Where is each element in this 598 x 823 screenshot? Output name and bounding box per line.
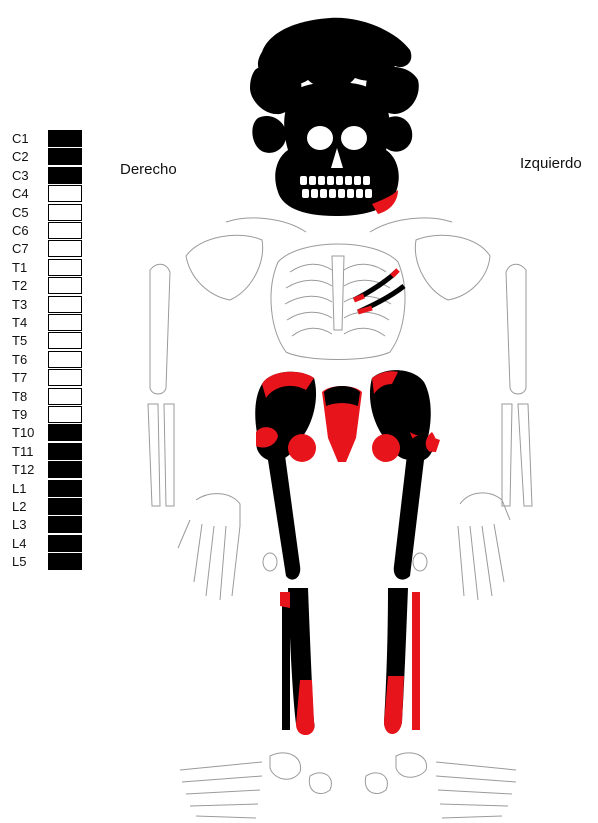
legs xyxy=(256,427,436,735)
skull xyxy=(250,18,419,216)
humerus-left xyxy=(506,264,526,394)
left-ribs-present xyxy=(354,270,404,312)
ribcage xyxy=(271,244,405,360)
foot-right xyxy=(180,753,331,818)
scapula-right xyxy=(186,235,263,300)
hand-left xyxy=(458,493,510,600)
skull-temporal-left xyxy=(382,116,412,151)
orbit-left xyxy=(341,126,367,150)
radius-ulna-right xyxy=(148,404,174,506)
clavicle-left xyxy=(370,218,452,232)
pubis-right xyxy=(288,434,316,462)
upper-torso-outline xyxy=(186,218,490,360)
foot-left xyxy=(365,753,516,818)
pubis-left xyxy=(372,434,400,462)
radius-ulna-left xyxy=(502,404,532,506)
fibula-right xyxy=(282,592,290,730)
feet-outline xyxy=(180,753,516,818)
clavicle-right xyxy=(226,218,306,232)
patella-right xyxy=(263,553,277,571)
skull-temporal-right xyxy=(252,116,286,153)
sternum xyxy=(332,256,344,330)
patella-left xyxy=(413,553,427,571)
fibula-left xyxy=(412,592,420,730)
scapula-left xyxy=(415,235,490,300)
fibula-right-pathology xyxy=(280,592,290,608)
hand-right xyxy=(178,494,240,600)
sacrum-top xyxy=(324,386,360,406)
orbit-right xyxy=(307,126,333,150)
humerus-right xyxy=(150,264,170,394)
